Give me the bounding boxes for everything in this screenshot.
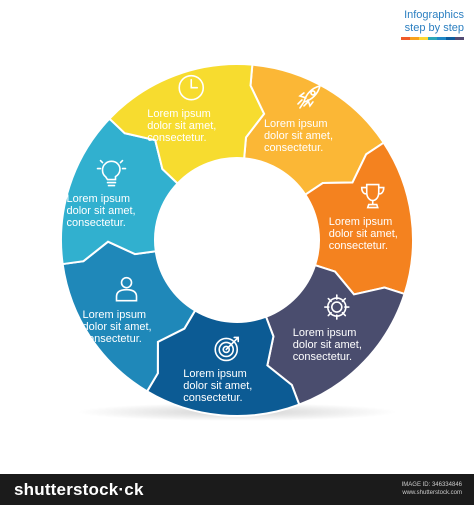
color-bar-swatch bbox=[455, 37, 464, 40]
segment-1-label: Lorem ipsum dolor sit amet, consectetur. bbox=[263, 117, 334, 154]
header-subtitle: step by step bbox=[404, 22, 464, 34]
color-bar bbox=[401, 37, 464, 40]
header: Infographics step by step bbox=[401, 9, 464, 40]
segment-2-label: Lorem ipsum dolor sit amet, consectetur. bbox=[328, 215, 398, 252]
clock-icon bbox=[178, 74, 205, 101]
ring bbox=[60, 63, 414, 417]
color-bar-swatch bbox=[446, 37, 455, 40]
color-bar-swatch bbox=[437, 37, 446, 40]
icons bbox=[96, 74, 385, 362]
footer-bar: shutterstock·ck IMAGE ID: 346334846 www.… bbox=[0, 474, 474, 505]
gear-icon bbox=[324, 294, 350, 320]
segment-5-label: Lorem ipsum dolor sit amet, consectetur. bbox=[82, 308, 152, 345]
color-bar-swatch bbox=[419, 37, 428, 40]
footer-meta: IMAGE ID: 346334846 www.shutterstock.com bbox=[402, 481, 462, 497]
lightbulb-icon bbox=[96, 159, 127, 187]
target-icon bbox=[214, 336, 240, 362]
rocket-icon bbox=[297, 84, 322, 109]
segment-3-label: Lorem ipsum dolor sit amet, consectetur. bbox=[292, 327, 362, 364]
user-icon bbox=[115, 276, 138, 302]
footer-brand: shutterstock·ck bbox=[14, 480, 144, 499]
segment-6-label: Lorem ipsum dolor sit amet, consectetur. bbox=[66, 192, 136, 229]
color-bar-swatch bbox=[410, 37, 419, 40]
segment-4-label: Lorem ipsum dolor sit amet, consectetur. bbox=[183, 368, 253, 405]
color-bar-swatch bbox=[401, 37, 410, 40]
color-bar-swatch bbox=[428, 37, 437, 40]
footer-image-id: IMAGE ID: 346334846 bbox=[401, 482, 462, 488]
trophy-icon bbox=[360, 183, 385, 209]
footer-site: www.shutterstock.com bbox=[402, 490, 462, 496]
segment-7 bbox=[108, 63, 266, 185]
segment-7-label: Lorem ipsum dolor sit amet, consectetur. bbox=[147, 107, 217, 144]
header-title: Infographics bbox=[404, 9, 464, 21]
